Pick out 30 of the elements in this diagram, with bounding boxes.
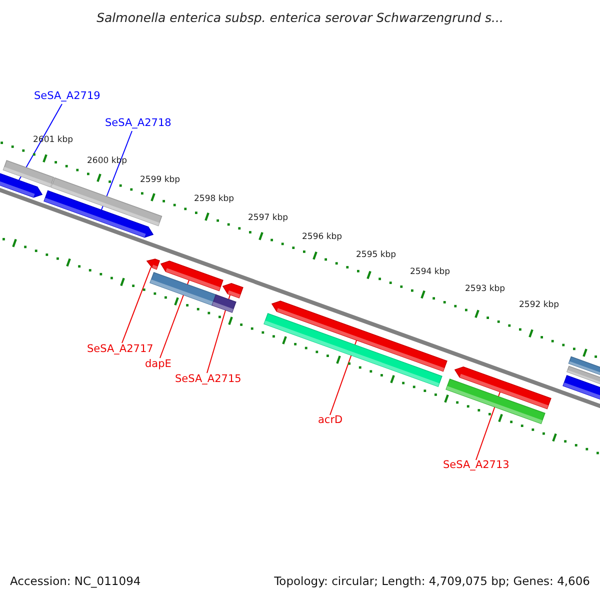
leader-line (476, 391, 501, 460)
scale-label: 2597 kbp (248, 214, 288, 222)
gene-feature (222, 282, 244, 298)
leader-line (18, 104, 62, 181)
scale-label: 2598 kbp (194, 195, 234, 204)
footer-text: Topology: circular; Length: 4,709,075 bp; Genes: 4,606 (274, 576, 590, 588)
gene-feature (44, 190, 154, 238)
scale-label: 2596 kbp (302, 233, 342, 242)
gene-label: acrD (318, 415, 343, 426)
scale-label: 2592 kbp (519, 301, 560, 310)
leader-line (330, 340, 358, 416)
leader-line (100, 130, 132, 210)
gene-label: SeSA_A2718 (105, 118, 172, 128)
gene-feature (562, 374, 600, 402)
gene-label: SeSA_A2719 (34, 91, 100, 102)
scale-label: 2599 kbp (140, 176, 180, 184)
map-title: Salmonella enterica subsp. enterica serovar Schwarzengrund s... (96, 12, 504, 24)
gene-label: SeSA_A2715 (175, 374, 242, 384)
scale-label: 2593 kbp (465, 285, 506, 294)
gene-feature (0, 170, 43, 198)
leader-line (206, 294, 231, 374)
gene-label: dapE (145, 359, 172, 370)
leader-line (122, 266, 152, 344)
gene-label: SeSA_A2717 (87, 344, 154, 354)
gene-feature (146, 258, 160, 270)
scale-label: 2595 kbp (356, 251, 396, 260)
scale-label: 2594 kbp (410, 268, 450, 276)
gene-label: SeSA_A2713 (443, 460, 510, 470)
footer-text: Accession: NC_011094 (10, 576, 141, 588)
leader-line (160, 279, 190, 358)
